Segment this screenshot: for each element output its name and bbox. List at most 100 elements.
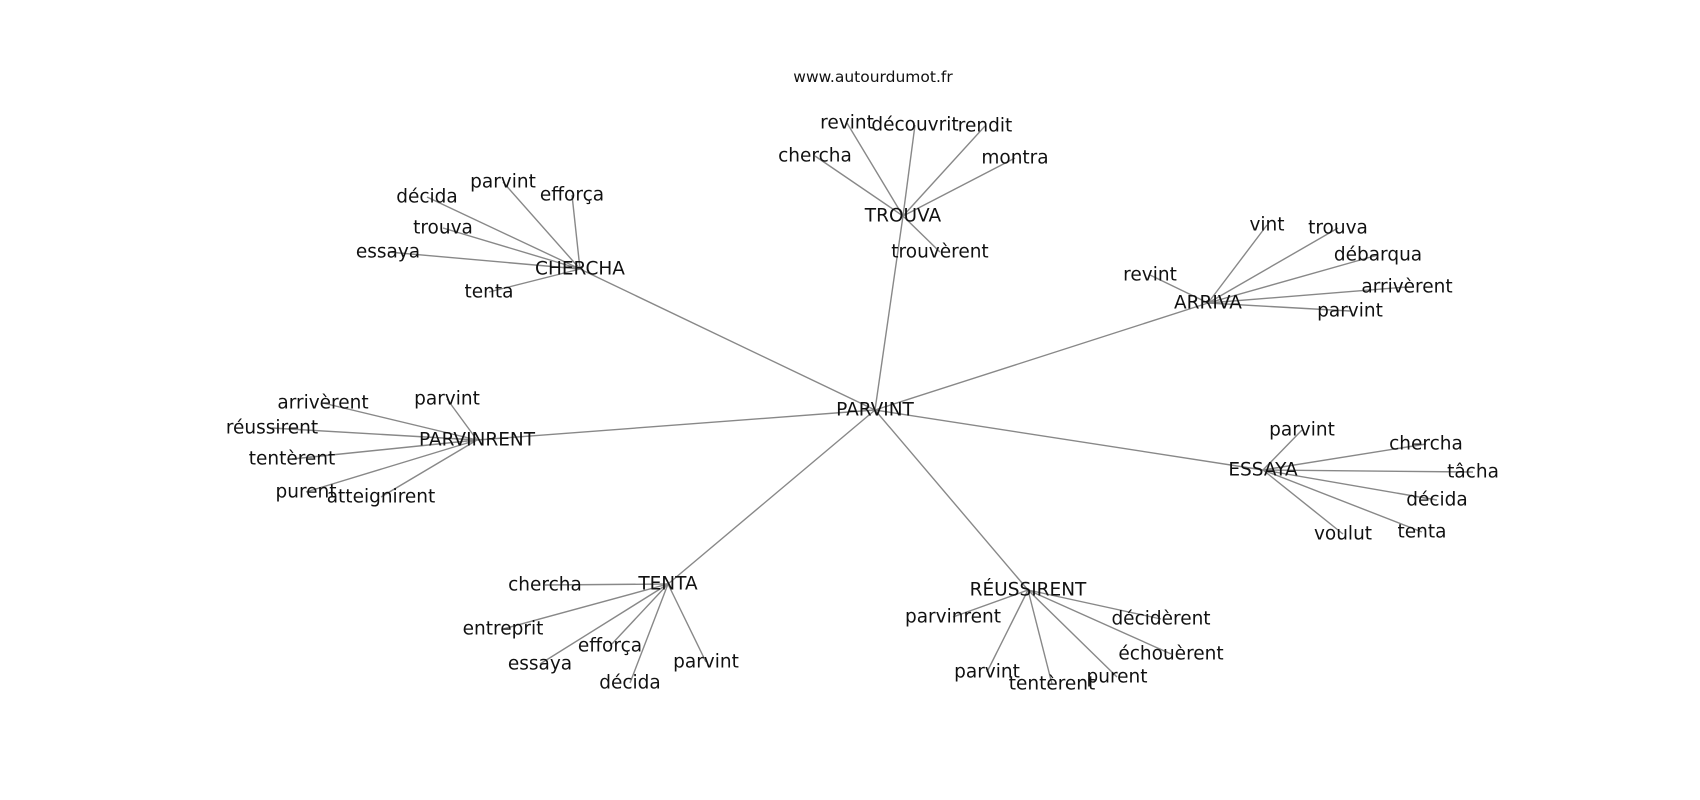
edge-hub-to-leaf bbox=[271, 427, 478, 441]
edge-hub-to-leaf bbox=[986, 589, 1029, 673]
edge-hub-to-leaf bbox=[1149, 274, 1209, 304]
leaf-node: réussirent bbox=[226, 418, 318, 439]
edge-hub-to-leaf bbox=[1207, 286, 1408, 304]
leaf-node: chercha bbox=[508, 575, 582, 596]
edge-hub-to-leaf bbox=[1027, 589, 1172, 655]
leaf-node: arrivèrent bbox=[277, 393, 368, 414]
leaf-node: décida bbox=[1406, 490, 1468, 511]
edge-hub-to-leaf bbox=[1207, 227, 1339, 304]
leaf-node: chercha bbox=[1389, 434, 1463, 455]
edge-hub-to-leaf bbox=[539, 583, 669, 665]
hub-node: ARRIVA bbox=[1174, 293, 1242, 314]
leaf-node: débarqua bbox=[1334, 245, 1422, 266]
edge-hub-to-leaf bbox=[426, 196, 581, 270]
hub-node: ESSAYA bbox=[1228, 460, 1298, 481]
hub-node: TENTA bbox=[637, 574, 698, 595]
edge-hub-to-leaf bbox=[846, 122, 904, 217]
leaf-node: tentèrent bbox=[1009, 674, 1096, 695]
leaf-node: revint bbox=[820, 113, 874, 134]
edge-hub-to-leaf bbox=[629, 583, 669, 684]
leaf-node: parvint bbox=[1269, 420, 1335, 441]
edge-hub-to-leaf bbox=[814, 155, 904, 217]
edge-hub-to-leaf bbox=[442, 227, 581, 270]
hub-node: TROUVA bbox=[864, 206, 942, 227]
edge-center-to-hub bbox=[874, 302, 1209, 411]
edge-hub-to-leaf bbox=[1262, 469, 1344, 535]
leaf-node: parvint bbox=[414, 389, 480, 410]
edge-center-to-hub bbox=[874, 409, 1029, 591]
source-url: www.autourdumot.fr bbox=[793, 68, 953, 86]
edge-hub-to-leaf bbox=[1262, 469, 1474, 473]
leaf-node: décida bbox=[396, 187, 458, 208]
leaf-node: entreprit bbox=[463, 619, 544, 640]
center-node: PARVINT bbox=[836, 400, 914, 421]
leaf-node: efforça bbox=[578, 636, 642, 657]
edge-center-to-hub bbox=[476, 409, 876, 441]
edge-hub-to-leaf bbox=[902, 124, 916, 217]
edge-hub-to-leaf bbox=[571, 194, 581, 270]
leaf-node: décidèrent bbox=[1111, 609, 1210, 630]
leaf-node: parvint bbox=[954, 662, 1020, 683]
leaf-node: efforça bbox=[540, 185, 604, 206]
edge-hub-to-leaf bbox=[902, 157, 1016, 217]
edge-hub-to-leaf bbox=[1262, 469, 1438, 501]
edge-hub-to-leaf bbox=[291, 439, 478, 460]
leaf-node: parvint bbox=[673, 652, 739, 673]
edge-center-to-hub bbox=[667, 409, 876, 585]
leaf-node: arrivèrent bbox=[1361, 277, 1452, 298]
leaf-node: tenta bbox=[465, 282, 514, 303]
edge-hub-to-leaf bbox=[1262, 429, 1303, 471]
leaf-node: parvinrent bbox=[905, 607, 1001, 628]
edge-hub-to-leaf bbox=[1207, 302, 1351, 312]
leaf-node: vint bbox=[1249, 215, 1284, 236]
hub-node: CHERCHA bbox=[535, 259, 625, 280]
leaf-node: revint bbox=[1123, 265, 1177, 286]
edge-hub-to-leaf bbox=[1262, 443, 1427, 471]
edge-hub-to-leaf bbox=[1027, 589, 1053, 685]
leaf-node: essaya bbox=[508, 654, 572, 675]
edge-hub-to-leaf bbox=[322, 402, 478, 441]
edge-hub-to-leaf bbox=[502, 181, 581, 270]
leaf-node: parvint bbox=[470, 172, 536, 193]
leaf-node: purent bbox=[1086, 667, 1147, 688]
leaf-node: trouva bbox=[413, 218, 473, 239]
edge-center-to-hub bbox=[874, 215, 904, 411]
edge-hub-to-leaf bbox=[667, 583, 707, 663]
edge-hub-to-leaf bbox=[544, 583, 669, 586]
edge-center-to-hub bbox=[874, 409, 1264, 471]
edge-hub-to-leaf bbox=[902, 215, 941, 253]
leaf-node: tâcha bbox=[1447, 462, 1499, 483]
edge-hub-to-leaf bbox=[380, 439, 478, 498]
leaf-node: décida bbox=[599, 673, 661, 694]
leaf-node: échouèrent bbox=[1118, 644, 1223, 665]
edge-hub-to-leaf bbox=[609, 583, 669, 647]
edge-hub-to-leaf bbox=[488, 268, 581, 293]
edge-hub-to-leaf bbox=[1027, 589, 1162, 620]
graph-edges bbox=[271, 122, 1474, 685]
edge-hub-to-leaf bbox=[305, 439, 478, 493]
leaf-node: rendit bbox=[958, 116, 1012, 137]
edge-hub-to-leaf bbox=[502, 583, 669, 630]
edge-hub-to-leaf bbox=[1027, 589, 1118, 678]
leaf-node: atteignirent bbox=[327, 487, 436, 508]
leaf-node: découvrit bbox=[871, 115, 958, 136]
hub-node: PARVINRENT bbox=[419, 430, 536, 451]
edge-hub-to-leaf bbox=[1207, 254, 1379, 304]
leaf-node: chercha bbox=[778, 146, 852, 167]
edge-hub-to-leaf bbox=[1207, 224, 1268, 304]
leaf-node: montra bbox=[981, 148, 1048, 169]
edge-center-to-hub bbox=[579, 268, 876, 411]
leaf-node: trouva bbox=[1308, 218, 1368, 239]
leaf-node: trouvèrent bbox=[891, 242, 988, 263]
edge-hub-to-leaf bbox=[446, 398, 478, 441]
hub-node: RÉUSSIRENT bbox=[970, 579, 1087, 601]
edge-hub-to-leaf bbox=[387, 251, 581, 270]
leaf-node: tentèrent bbox=[249, 449, 336, 470]
leaf-node: parvint bbox=[1317, 301, 1383, 322]
edge-hub-to-leaf bbox=[1262, 469, 1423, 533]
leaf-node: essaya bbox=[356, 242, 420, 263]
leaf-node: tenta bbox=[1398, 522, 1447, 543]
edge-hub-to-leaf bbox=[952, 589, 1029, 618]
